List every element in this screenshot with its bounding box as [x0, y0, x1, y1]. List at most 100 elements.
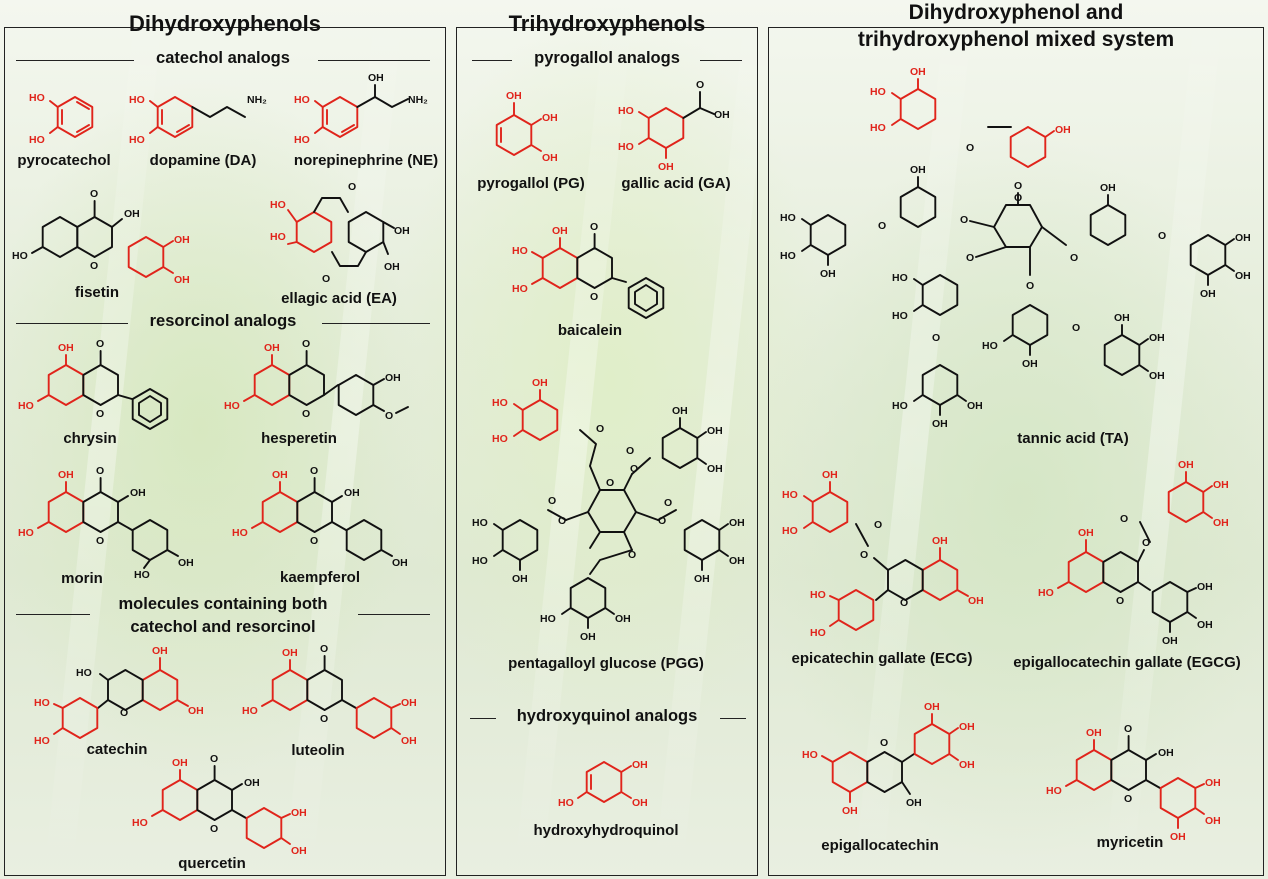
atom-label: OH — [1197, 581, 1213, 593]
atom-label: HO — [780, 250, 796, 262]
section-label: molecules containing both — [118, 595, 328, 613]
molecule-name: ellagic acid (EA) — [281, 290, 397, 307]
atom-label: O — [96, 338, 104, 350]
atom-label: O — [960, 214, 968, 226]
panel-dihydroxyphenols — [4, 27, 446, 876]
atom-label: OH — [1149, 370, 1165, 382]
atom-label: O — [1142, 537, 1150, 549]
molecule-name: tannic acid (TA) — [1017, 430, 1129, 447]
atom-label: OH — [694, 573, 710, 585]
atom-label: OH — [632, 759, 648, 771]
structure-chrysin: OH O O HO — [18, 338, 169, 430]
atom-label: OH — [552, 225, 568, 237]
structure-gallic-acid: HO HO OH O OH — [618, 79, 730, 173]
atom-label: OH — [1162, 635, 1178, 647]
molecule-name: morin — [61, 570, 103, 587]
atom-label: OH — [542, 112, 558, 124]
atom-label: O — [1116, 595, 1124, 607]
molecule-name: quercetin — [178, 855, 246, 872]
atom-label: O — [548, 495, 556, 507]
atom-label: O — [120, 707, 128, 719]
atom-label: HO — [270, 231, 286, 243]
molecule-name: catechin — [86, 741, 148, 758]
atom-label: HO — [618, 141, 634, 153]
atom-label: O — [880, 737, 888, 749]
atom-label: O — [90, 260, 98, 272]
atom-label: OH — [178, 557, 194, 569]
atom-label: HO — [18, 527, 34, 539]
atom-label: OH — [707, 425, 723, 437]
atom-label: HO — [34, 697, 50, 709]
molecule-name: pyrogallol (PG) — [477, 175, 585, 192]
atom-label: O — [590, 221, 598, 233]
atom-label: OH — [1213, 479, 1229, 491]
structure-ellagic-acid: O O HO HO OH OH — [270, 181, 410, 285]
structure-kaempferol: OH O OH O HO OH — [232, 465, 408, 569]
atom-label: OH — [58, 469, 74, 481]
atom-label: OH — [959, 759, 975, 771]
molecule-name: pentagalloyl glucose (PGG) — [508, 655, 704, 672]
structure-fisetin: O OH O HO OH OH — [12, 188, 190, 286]
atom-label: O — [874, 519, 882, 531]
atom-label: OH — [822, 469, 838, 481]
structure-dopamine: HO HO NH₂ — [129, 94, 267, 146]
atom-label: OH — [1235, 232, 1251, 244]
atom-label: O — [558, 515, 566, 527]
molecule-name: myricetin — [1096, 834, 1164, 851]
atom-label: O — [658, 515, 666, 527]
atom-label: OH — [152, 645, 168, 657]
atom-label: HO — [270, 199, 286, 211]
molecule-name: chrysin — [63, 430, 117, 447]
atom-label: OH — [368, 72, 384, 84]
section-rule — [472, 60, 512, 61]
atom-label: OH — [1200, 288, 1216, 300]
atom-label: OH — [967, 400, 983, 412]
atom-label: O — [966, 142, 974, 154]
atom-label: O — [1014, 180, 1022, 192]
structure-catechin: OH OH HO O HO HO — [34, 645, 204, 747]
atom-label: OH — [906, 797, 922, 809]
atom-label: OH — [401, 697, 417, 709]
section-label: catechol analogs — [156, 49, 290, 67]
atom-label: NH₂ — [408, 94, 428, 106]
atom-label: OH — [1213, 517, 1229, 529]
atom-label: OH — [932, 418, 948, 430]
atom-label: OH — [244, 777, 260, 789]
atom-label: HO — [472, 555, 488, 567]
atom-label: OH — [932, 535, 948, 547]
atom-label: HO — [810, 589, 826, 601]
section-label: pyrogallol analogs — [534, 49, 680, 67]
atom-label: O — [626, 445, 634, 457]
section-rule — [16, 60, 134, 61]
atom-label: OH — [542, 152, 558, 164]
atom-label: HO — [76, 667, 92, 679]
atom-label: O — [310, 465, 318, 477]
atom-label: HO — [558, 797, 574, 809]
atom-label: OH — [344, 487, 360, 499]
atom-label: OH — [1055, 124, 1071, 136]
panel-title-rule — [338, 27, 446, 28]
structure-norepinephrine: HO HO OH NH₂ — [294, 72, 428, 146]
atom-label: O — [90, 188, 98, 200]
atom-label: OH — [172, 757, 188, 769]
atom-label: O — [302, 338, 310, 350]
atom-label: OH — [188, 705, 204, 717]
atom-label: HO — [1046, 785, 1062, 797]
atom-label: HO — [472, 517, 488, 529]
atom-label: O — [320, 713, 328, 725]
molecule-name: gallic acid (GA) — [621, 175, 731, 192]
molecule-name: epigallocatechin gallate (EGCG) — [1013, 654, 1241, 671]
atom-label: OH — [1086, 727, 1102, 739]
atom-label: O — [1072, 322, 1080, 334]
atom-label: HO — [782, 489, 798, 501]
atom-label: O — [1026, 280, 1034, 292]
atom-label: HO — [870, 122, 886, 134]
atom-label: O — [1120, 513, 1128, 525]
atom-label: OH — [615, 613, 631, 625]
atom-label: OH — [124, 208, 140, 220]
atom-label: HO — [892, 310, 908, 322]
structure-tannic-acid: O O OH O OH HO HO O OH O HO — [780, 66, 1251, 430]
panel-title: Dihydroxyphenols — [129, 11, 321, 36]
atom-label: OH — [394, 225, 410, 237]
